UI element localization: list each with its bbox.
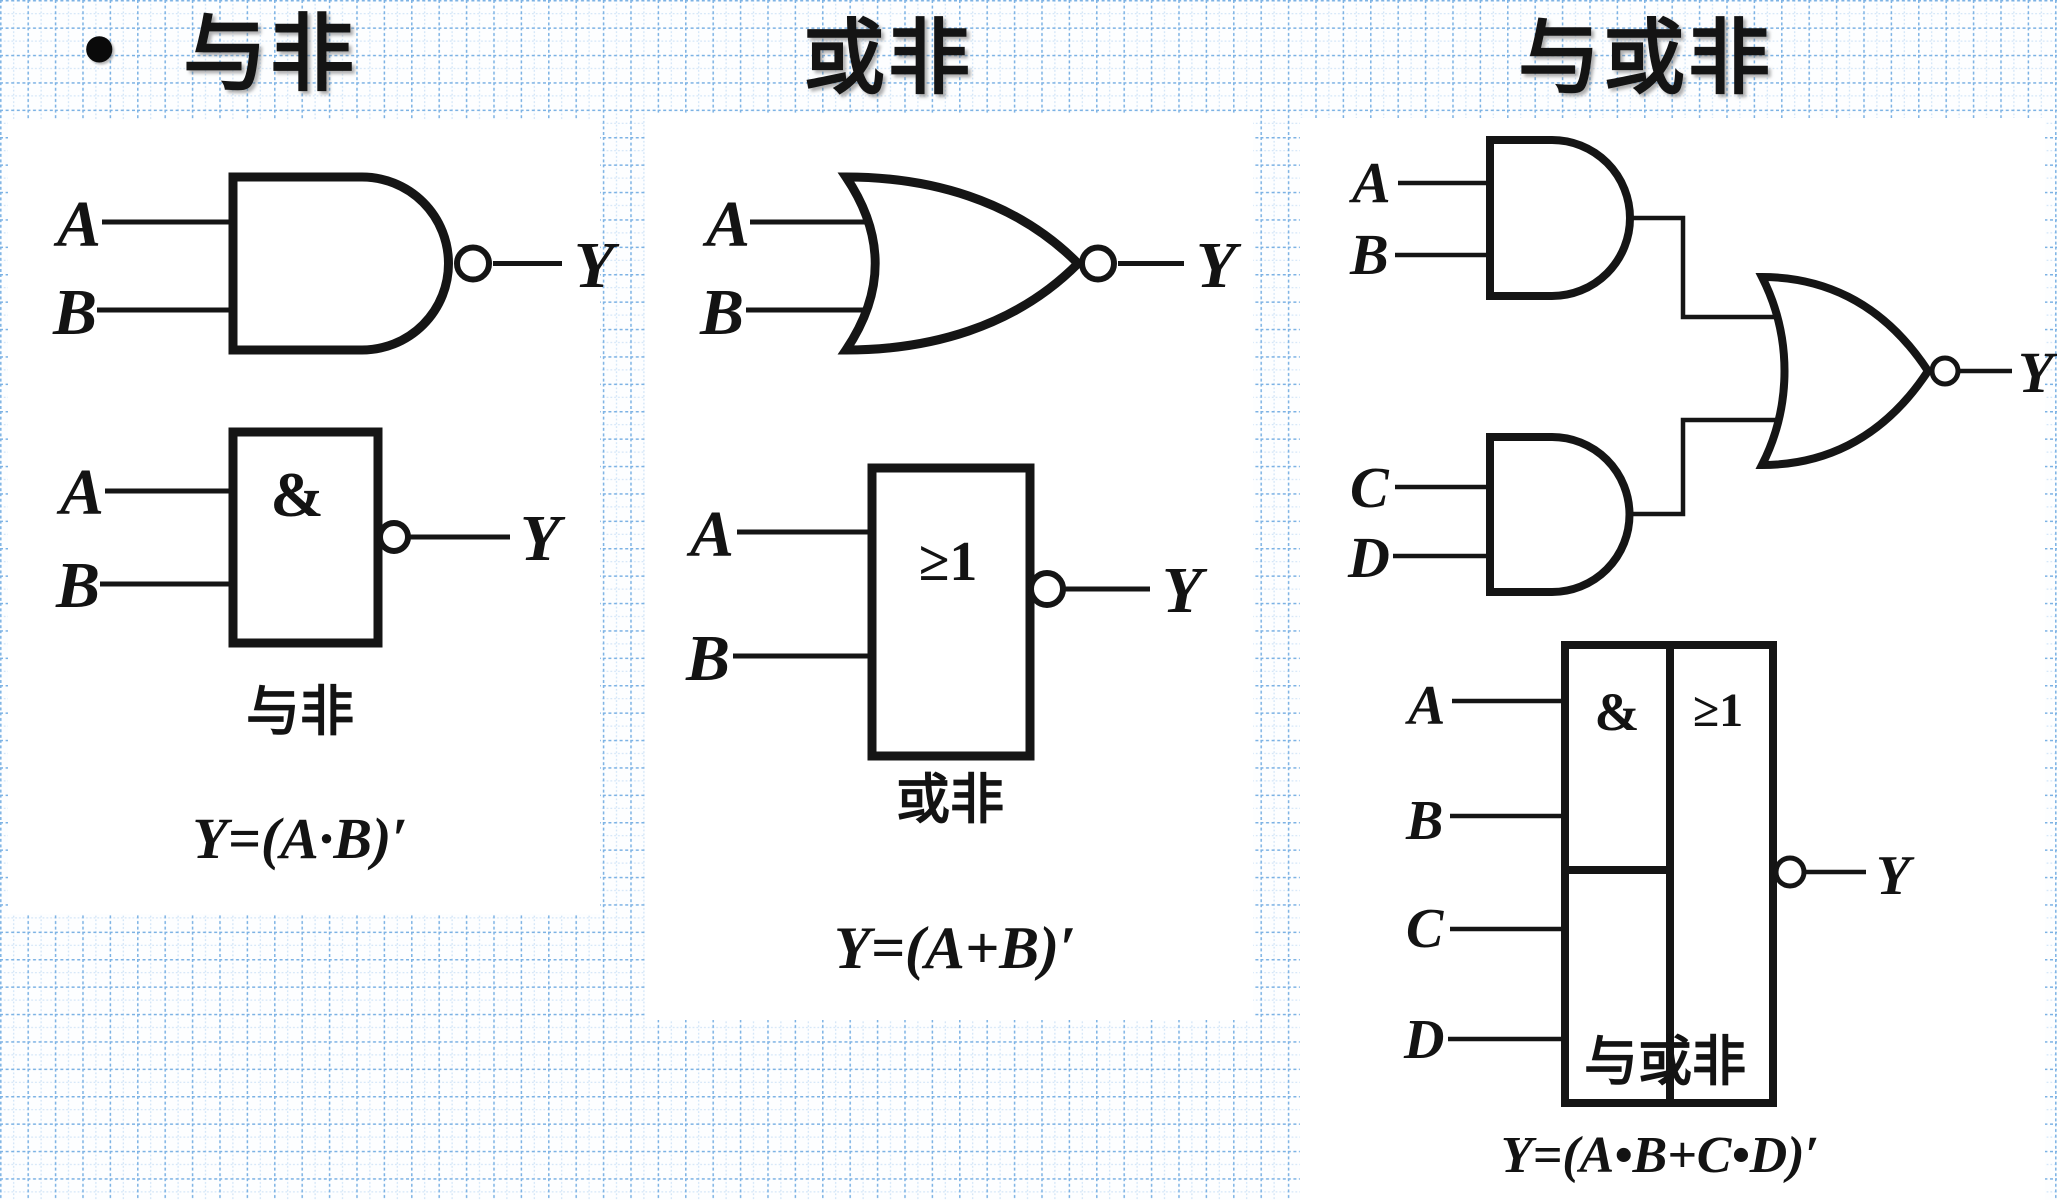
- nand-us-gate: A B Y: [52, 172, 620, 355]
- nand-us-output-label: Y: [574, 229, 620, 302]
- nand-us-input-b-label: B: [52, 276, 97, 349]
- nand-us-body: [228, 172, 453, 355]
- aoi-and2-body: [1486, 433, 1634, 596]
- aoi-input-d-label: D: [1347, 525, 1390, 590]
- nand-us-input-a-label: A: [53, 188, 101, 261]
- nand-us-bubble: [454, 244, 492, 283]
- nor-iec-gate: ≥1 A B Y: [685, 463, 1208, 761]
- nand-iec-bubble: [377, 520, 411, 554]
- nor-caption: 或非: [896, 770, 1004, 830]
- nand-formula: Y=(A·B)′: [192, 806, 407, 871]
- nor-us-input-b-label: B: [699, 276, 744, 349]
- aoi-caption: 与或非: [1584, 1032, 1746, 1092]
- aoi-input-a-label: A: [1349, 150, 1391, 215]
- aoi-input-c-label: C: [1350, 455, 1390, 520]
- nand-caption: 与非: [246, 682, 354, 742]
- nor-us-gate: A B Y: [699, 172, 1242, 355]
- aoi-iec-and-symbol: &: [1595, 682, 1640, 742]
- nor-iec-or-symbol: ≥1: [919, 531, 978, 593]
- aoi-and2-to-nor-wire: [1626, 417, 1800, 517]
- aoi-iec-input-a-label: A: [1405, 675, 1445, 737]
- nor-iec-body: [867, 463, 1035, 761]
- nand-iec-input-b-label: B: [55, 549, 100, 622]
- aoi-formula: Y=(A•B+C•D)′: [1501, 1127, 1819, 1184]
- nor-iec-output-label: Y: [1162, 554, 1208, 627]
- aoi-iec-output-label: Y: [1876, 845, 1915, 907]
- aoi-iec-gate: & ≥1 A B C D Y: [1403, 641, 1915, 1107]
- nor-iec-input-b-label: B: [685, 622, 730, 695]
- aoi-input-b-label: B: [1349, 222, 1389, 287]
- title-aoi: 与或非: [1518, 13, 1774, 104]
- nand-iec-gate: & A B Y: [55, 427, 566, 648]
- nor-formula: Y=(A+B)′: [834, 915, 1076, 981]
- bullet-icon: •: [80, 0, 119, 110]
- aoi-iec-bubble: [1773, 855, 1807, 889]
- nor-us-output-label: Y: [1196, 229, 1242, 302]
- aoi-nor-body: [1755, 272, 1933, 470]
- nor-us-input-a-label: A: [702, 188, 750, 261]
- aoi-iec-input-d-label: D: [1403, 1009, 1444, 1071]
- aoi-and1-to-nor-wire: [1626, 215, 1800, 320]
- nor-us-body: [837, 172, 1085, 355]
- aoi-iec-input-c-label: C: [1406, 898, 1444, 960]
- nand-iec-input-a-label: A: [56, 456, 104, 529]
- aoi-circuit: A B C D Y: [1347, 136, 2057, 596]
- nor-iec-bubble: [1028, 570, 1066, 608]
- nand-iec-output-label: Y: [520, 502, 566, 575]
- aoi-and1-body: [1486, 136, 1634, 300]
- aoi-iec-or-symbol: ≥1: [1693, 684, 1743, 737]
- aoi-iec-input-b-label: B: [1405, 790, 1443, 852]
- aoi-nor-bubble: [1929, 355, 1961, 387]
- title-nor: 或非: [803, 13, 974, 104]
- nor-us-bubble: [1079, 244, 1117, 283]
- title-nand: 与非: [183, 9, 358, 102]
- aoi-output-label: Y: [2018, 340, 2057, 405]
- nor-iec-input-a-label: A: [686, 498, 734, 571]
- nand-iec-and-symbol: &: [270, 459, 323, 530]
